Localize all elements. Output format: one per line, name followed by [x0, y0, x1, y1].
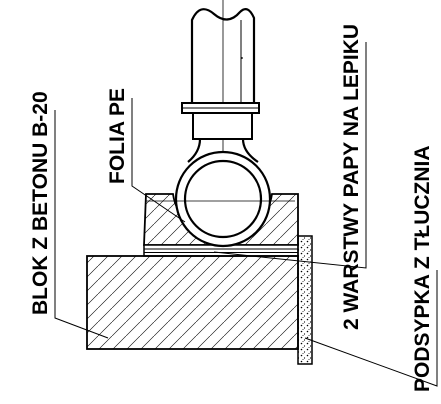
label-podsypka: PODSYPKA Z TŁUCZNIA [411, 145, 434, 392]
leader-papa [213, 42, 367, 269]
label-folia: FOLIA PE [106, 88, 129, 184]
leader-podsypka [304, 270, 438, 387]
leader-blok [54, 110, 109, 339]
pipe-cross-section [174, 150, 272, 248]
lower-block [86, 255, 299, 350]
label-papa: 2 WARSTWY PAPY NA LEPIKU [340, 24, 363, 330]
leader-folia [131, 98, 186, 223]
pipe-socket [181, 102, 260, 140]
leader-lines [54, 42, 438, 387]
label-blok: BLOK Z BETONU B-20 [29, 91, 52, 315]
vertical-pipe [190, 8, 256, 103]
gravel-bed [297, 235, 313, 365]
pipe-elbow [187, 138, 259, 163]
